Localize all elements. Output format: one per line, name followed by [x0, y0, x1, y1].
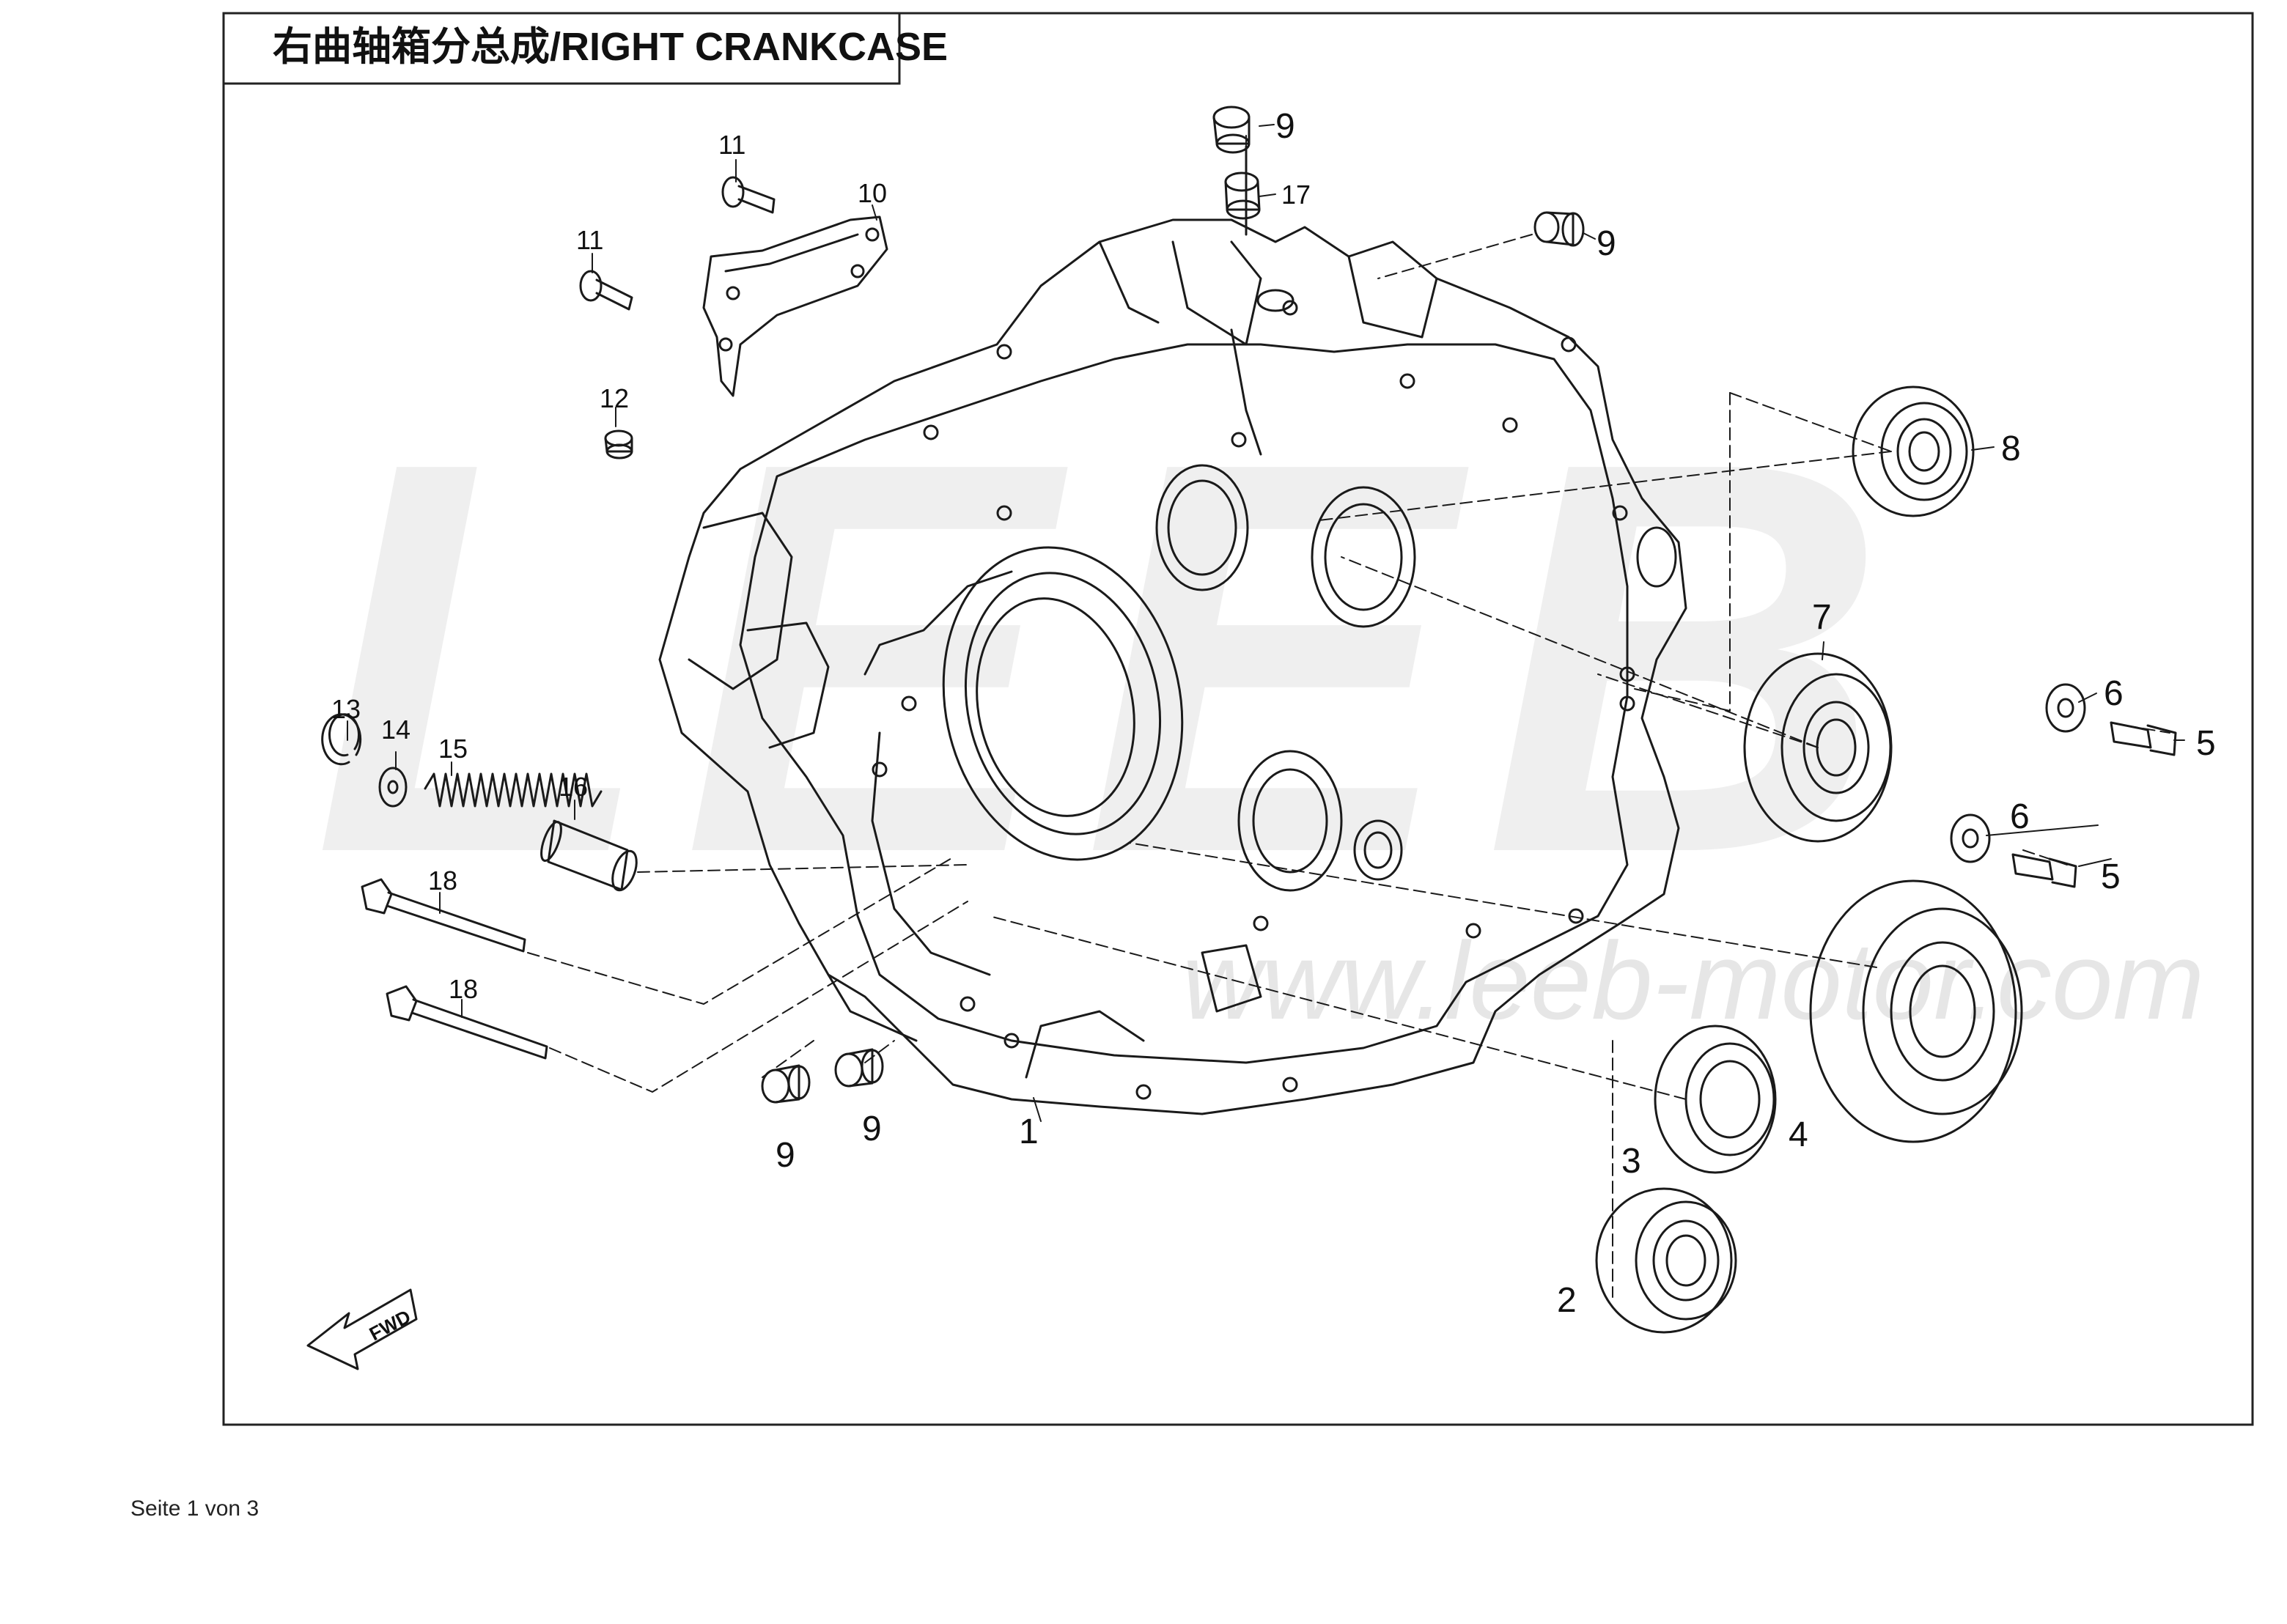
- callout-9-bottom-left: 9: [776, 1136, 795, 1175]
- bolt-part-18-lower: [386, 985, 548, 1060]
- washer-part-6-upper: [2045, 683, 2086, 733]
- callout-15: 15: [438, 734, 468, 764]
- callout-17: 17: [1281, 180, 1311, 210]
- diagram-frame: [222, 12, 2254, 1426]
- callout-12: 12: [600, 383, 629, 413]
- bearing-part-3: [1654, 1025, 1777, 1174]
- title-box: 右曲轴箱分总成/RIGHT CRANKCASE: [222, 12, 948, 85]
- callout-4: 4: [1789, 1115, 1808, 1154]
- sleeve-part-16: [540, 819, 638, 892]
- dowel-part-17: [1224, 171, 1261, 220]
- fwd-arrow-icon: [306, 1288, 418, 1370]
- page-title: 右曲轴箱分总成/RIGHT CRANKCASE: [273, 25, 948, 69]
- callout-5-lower: 5: [2101, 857, 2121, 896]
- assembly-leader-lines: [527, 135, 2170, 1298]
- dowel-part-9-top: [1212, 106, 1251, 154]
- washer-part-6-lower: [1950, 813, 1991, 863]
- bolt-part-11-upper: [721, 176, 776, 214]
- bracket-part-10: [702, 215, 888, 397]
- callout-2: 2: [1557, 1281, 1577, 1320]
- bearing-part-2: [1595, 1187, 1737, 1334]
- crankcase-body: [658, 145, 1687, 1115]
- spring-part-15: [424, 772, 603, 808]
- plug-part-12: [604, 429, 633, 459]
- watermark: LEEB www.leeb-motor.com: [313, 347, 2205, 1042]
- callout-8: 8: [2001, 429, 2021, 468]
- bolt-part-18-upper: [361, 878, 526, 953]
- callout-ticks: [347, 124, 2185, 1122]
- callout-9-bottom-right: 9: [862, 1110, 882, 1148]
- bolt-part-5-upper: [2110, 721, 2177, 756]
- callout-18-upper: 18: [428, 865, 457, 896]
- callout-11-upper: 11: [718, 130, 745, 160]
- dowel-part-9-right: [1533, 211, 1585, 247]
- callout-7: 7: [1812, 598, 1832, 637]
- page-footer: Seite 1 von 3: [130, 1496, 259, 1521]
- callout-16: 16: [559, 772, 588, 802]
- callout-labels: 1 2 3 4 5 5 6 6 7 8 9 9 9 9 10 11 11 12 …: [331, 107, 2216, 1320]
- callout-10: 10: [858, 178, 887, 208]
- circlip-part-13: [321, 713, 362, 766]
- washer-part-14: [378, 767, 408, 808]
- callout-9-right: 9: [1597, 224, 1616, 263]
- bearing-part-8: [1852, 385, 1975, 517]
- watermark-brand: LEEB: [313, 347, 1916, 969]
- dowel-part-9-bottom-left: [761, 1064, 811, 1104]
- bearing-part-4: [1809, 879, 2023, 1143]
- callout-5-upper: 5: [2196, 724, 2216, 763]
- callout-6-upper: 6: [2104, 674, 2124, 713]
- callout-9-top: 9: [1275, 107, 1295, 146]
- callout-11-lower: 11: [576, 225, 603, 255]
- callout-14: 14: [381, 715, 410, 745]
- bearing-part-7: [1743, 652, 1893, 843]
- dowel-part-9-bottom-right: [834, 1048, 884, 1088]
- callout-3: 3: [1621, 1142, 1641, 1181]
- callout-13: 13: [331, 694, 361, 724]
- callout-6-lower: 6: [2010, 797, 2030, 836]
- bolt-part-11-lower: [579, 270, 633, 311]
- callout-18-lower: 18: [449, 974, 478, 1004]
- bolt-part-5-lower: [2011, 853, 2077, 888]
- callout-1: 1: [1019, 1112, 1039, 1151]
- watermark-url: www.leeb-motor.com: [1182, 919, 2205, 1042]
